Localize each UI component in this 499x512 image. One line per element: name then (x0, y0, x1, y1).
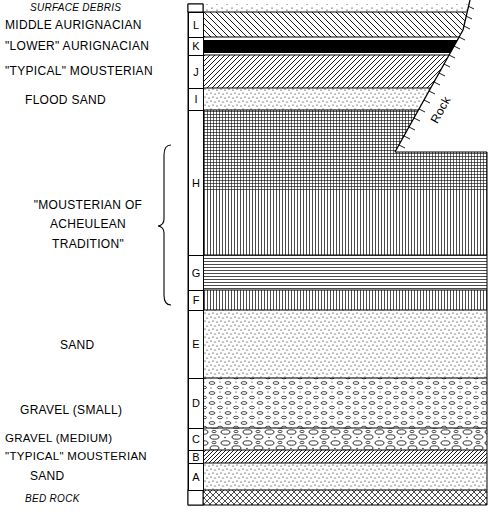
section-graphic (188, 490, 203, 505)
layer-label: BED ROCK (25, 493, 80, 506)
section-graphic (188, 4, 203, 12)
layer-label: "TYPICAL" MOUSTERIAN (5, 449, 147, 463)
stratum-letter: B (192, 452, 199, 463)
stratum-letter: E (192, 339, 199, 350)
section-graphic (203, 463, 493, 490)
stratum-letter-cell: J (188, 55, 204, 89)
layer-label: SAND (30, 469, 65, 484)
stratum-letter-cell: H (188, 110, 204, 256)
section-graphic (203, 190, 493, 255)
section-graphic (399, 6, 474, 148)
layer-label: MIDDLE AURIGNACIAN (5, 18, 142, 33)
section-graphic (203, 110, 493, 190)
section-graphic (203, 490, 493, 505)
layer-label: FLOOD SAND (25, 93, 106, 108)
stratum-letter: A (192, 472, 199, 483)
stratum-letter-cell: C (188, 428, 204, 451)
layer-label: GRAVEL (MEDIUM) (5, 431, 112, 445)
section-graphic (203, 55, 493, 88)
layer-label: SAND (60, 338, 95, 353)
stratum-letter-cell: E (188, 310, 204, 379)
rock-label: Rock (428, 94, 455, 126)
section-graphic (203, 12, 493, 37)
stratum-letter-cell: I (188, 88, 204, 111)
section-graphic (188, 4, 487, 505)
stratum-letter: J (193, 67, 199, 78)
section-graphic (203, 37, 493, 55)
layer-label: "LOWER" AURIGNACIAN (5, 39, 149, 54)
bracket (158, 145, 171, 305)
stratum-letter-cell: D (188, 378, 204, 429)
strata-fills (203, 4, 493, 505)
section-graphic (203, 290, 493, 310)
stratum-letter-cell: F (188, 290, 204, 311)
stratum-letter-cell: A (188, 463, 204, 491)
section-graphic (203, 12, 490, 490)
section-graphic (203, 4, 493, 12)
section-graphic (395, 0, 470, 152)
layer-label: "TYPICAL" MOUSTERIAN (5, 64, 153, 79)
stratum-letter-cell: L (188, 12, 204, 38)
section-graphic (203, 40, 493, 53)
section-graphic (203, 428, 493, 450)
section-graphic (203, 378, 493, 428)
stratum-letter: K (192, 41, 199, 52)
layer-label: "MOUSTERIAN OF ACHEULEAN TRADITION" (21, 196, 155, 254)
stratum-letter: D (192, 398, 200, 409)
stratum-letter: H (192, 178, 200, 189)
section-graphic (203, 450, 493, 463)
stratum-letter: F (193, 295, 200, 306)
layer-label: SURFACE DEBRIS (30, 2, 121, 15)
section-outline (188, 0, 487, 505)
section-graphic (203, 255, 493, 290)
stratum-letter: I (194, 94, 197, 105)
layer-label: GRAVEL (SMALL) (20, 403, 122, 418)
stratum-letter-cell: G (188, 255, 204, 291)
stratum-letter: C (192, 434, 200, 445)
section-graphic (203, 310, 493, 378)
stratum-letter-cell: K (188, 37, 204, 56)
stratum-letter-cell: B (188, 450, 204, 464)
stratum-letter: L (193, 20, 199, 31)
stratum-letter: G (192, 268, 201, 279)
